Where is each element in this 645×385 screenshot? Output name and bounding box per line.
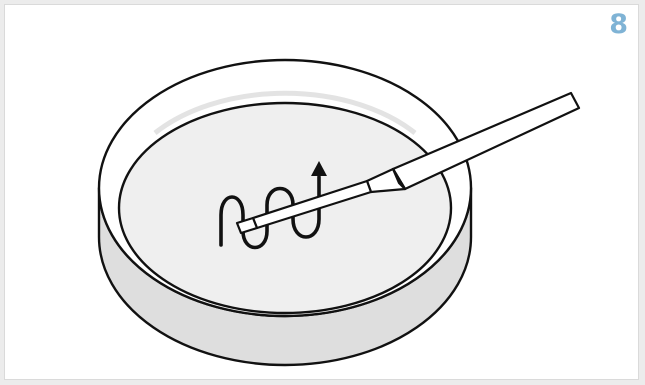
instruction-step-panel: 8 [4, 4, 639, 380]
step-number: 8 [609, 11, 628, 38]
streak-plate-illustration [5, 5, 640, 381]
